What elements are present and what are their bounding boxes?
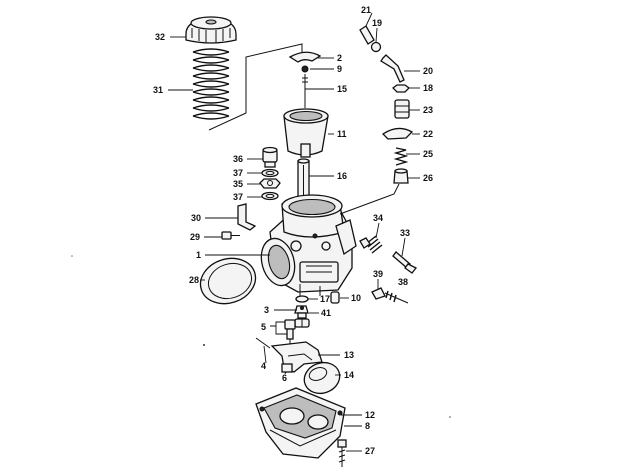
idle-adjust-screw	[392, 251, 418, 274]
carburetor-body	[260, 194, 357, 296]
callout-25: 25	[423, 149, 433, 159]
mounting-screw	[221, 231, 240, 240]
callout-1: 1	[196, 250, 201, 260]
callout-19: 19	[372, 18, 382, 28]
choke-cable-fitting	[359, 25, 405, 83]
callout-11: 11	[337, 129, 347, 139]
callout-2: 2	[337, 53, 342, 63]
callout-39: 39	[373, 269, 383, 279]
throttle-stop-screw	[359, 235, 383, 254]
callout-17: 17	[320, 294, 330, 304]
assembly-bracket	[208, 43, 303, 131]
throttle-slide	[283, 108, 329, 158]
air-filter-disc	[199, 257, 257, 305]
callout-21: 21	[361, 5, 371, 15]
callout-35: 35	[233, 179, 243, 189]
clip-plate	[288, 51, 322, 63]
main-jet-holder	[294, 305, 309, 319]
throttle-spring	[192, 48, 230, 120]
callout-4: 4	[261, 361, 266, 371]
callout-16: 16	[337, 171, 347, 181]
cable-bracket	[237, 203, 257, 231]
callout-41: 41	[321, 308, 331, 318]
needle-jet-washer	[294, 318, 310, 328]
callout-37-lower: 37	[233, 192, 243, 202]
callout-3: 3	[264, 305, 269, 315]
float	[303, 361, 341, 395]
small-washer	[295, 295, 309, 303]
callout-5: 5	[261, 322, 266, 332]
callout-8: 8	[365, 421, 370, 431]
callout-28: 28	[189, 275, 199, 285]
callout-14: 14	[344, 370, 354, 380]
callout-36: 36	[233, 154, 243, 164]
callout-27: 27	[365, 446, 375, 456]
callout-15: 15	[337, 84, 347, 94]
scan-specks	[71, 255, 451, 418]
leader-lines	[168, 12, 420, 452]
e-clip	[301, 65, 309, 73]
pilot-screw	[371, 287, 409, 304]
callout-32: 32	[155, 32, 165, 42]
bowl-screw	[337, 439, 347, 467]
jet-needle	[302, 74, 308, 108]
callout-34: 34	[373, 213, 383, 223]
choke-link-line	[339, 183, 400, 215]
spring-cap	[185, 16, 237, 44]
callout-labels: 32 31 2 9 15 11 16 36 37 35 37 30 29 1 2…	[153, 5, 433, 456]
float-arm	[270, 341, 323, 373]
callout-22: 22	[423, 129, 433, 139]
callout-30: 30	[191, 213, 201, 223]
callout-26: 26	[423, 173, 433, 183]
drain-plug	[330, 291, 340, 304]
callout-18: 18	[423, 83, 433, 93]
needle-jet	[297, 158, 310, 200]
callout-20: 20	[423, 66, 433, 76]
callout-12: 12	[365, 410, 375, 420]
callout-23: 23	[423, 105, 433, 115]
callout-31: 31	[153, 85, 163, 95]
callout-9: 9	[337, 64, 342, 74]
choke-plunger-stack	[381, 84, 414, 184]
pilot-screw-stack	[259, 146, 281, 201]
callout-6: 6	[282, 373, 287, 383]
callout-37-upper: 37	[233, 168, 243, 178]
float-bowl	[255, 387, 346, 459]
callout-33: 33	[400, 228, 410, 238]
float-needle-valve	[284, 319, 296, 346]
float-pin	[255, 337, 271, 349]
callout-13: 13	[344, 350, 354, 360]
callout-29: 29	[190, 232, 200, 242]
callout-10: 10	[351, 293, 361, 303]
callout-38: 38	[398, 277, 408, 287]
